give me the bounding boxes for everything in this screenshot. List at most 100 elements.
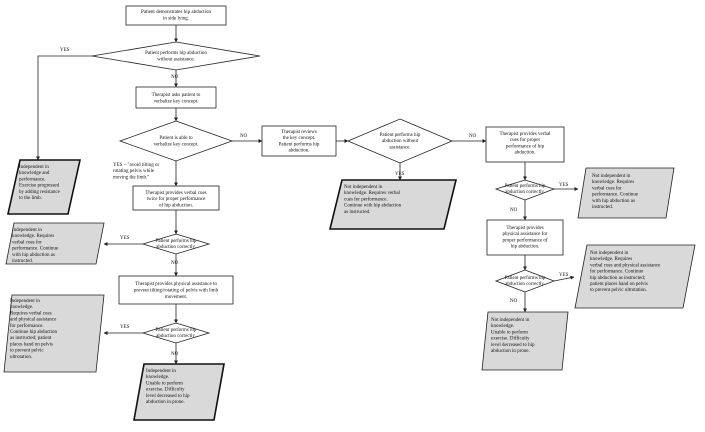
node-text-line: Not independent in — [491, 318, 530, 323]
node-text-line: Independent in — [146, 369, 176, 374]
node-out8 — [481, 311, 569, 371]
node-text-line: abduction. — [289, 149, 310, 154]
node-text-line: knowledge. — [491, 324, 514, 329]
node-text-line: of hip abduction. — [159, 203, 193, 208]
node-text-line: level decreased to hip — [146, 394, 190, 399]
node-text-line: knowledge. Requires — [592, 180, 634, 185]
node-text-line: without assistance. — [157, 58, 195, 63]
node-text-line: knowledge and — [19, 171, 50, 176]
node-text-line: knowledge. Requires verbal — [344, 191, 401, 196]
node-out1 — [7, 159, 81, 215]
node-text-line: abduction. — [515, 151, 536, 156]
edge-d7-out7 — [553, 275, 575, 282]
node-start — [125, 5, 227, 26]
node-text-line: and physical assistance — [10, 318, 57, 323]
node-text-line: Therapist asks patient to — [152, 93, 201, 98]
node-text-line: Independent in — [19, 165, 49, 170]
node-text-line: instructed. — [12, 259, 33, 264]
node-d7 — [494, 269, 556, 293]
label-d7-no: NO — [510, 299, 518, 304]
node-text-line: verbal cues and physical assistance — [590, 263, 661, 268]
node-out6 — [577, 167, 675, 219]
node-text-line: proper performance of — [503, 238, 548, 243]
node-text-line: verbalize key concept. — [154, 143, 199, 148]
node-p6 — [486, 219, 564, 256]
label-d6-yes: YES — [559, 183, 569, 188]
node-d6 — [494, 179, 556, 201]
node-text-line: to prevent pelvic ultrotation. — [590, 288, 647, 293]
node-text-line: for performance. Continue — [590, 270, 644, 275]
node-text-line: as instructed. — [344, 210, 370, 215]
node-text-line: knowledge. — [10, 305, 33, 310]
node-p1 — [135, 86, 217, 109]
label-d6-no: NO — [510, 208, 518, 213]
node-text-line: patient places hand on pelvis — [590, 282, 648, 287]
node-p4 — [261, 125, 337, 157]
node-text-line: to prevent pelvic — [10, 349, 44, 354]
node-text-line: instructed. — [592, 205, 613, 210]
node-text-line: YES – "avoid tilting or — [113, 163, 160, 168]
node-text-line: ultrotation. — [10, 355, 32, 360]
node-text-p1: Therapist asks patient to verbalize key c… — [152, 93, 201, 105]
node-out2 — [5, 222, 105, 265]
node-text-line: verbal cues for — [12, 240, 42, 245]
node-text-line: moving the limb." — [113, 175, 149, 180]
node-text-line: with hip abduction as — [12, 253, 55, 258]
node-text-line: hip abduction as instructed; — [590, 276, 645, 281]
node-text-line: Patient performs hip — [380, 133, 421, 138]
node-text-line: Therapist provides verbal — [499, 132, 551, 137]
node-text-line: Independent in — [12, 228, 42, 233]
node-text-line: cues for proper — [510, 138, 541, 143]
label-d7-yes: YES — [559, 273, 569, 278]
label-d5-yes: YES — [395, 172, 405, 177]
node-p5 — [485, 126, 565, 163]
node-text-line: Not independent in — [592, 174, 631, 179]
node-text-line: Requires verbal cues — [10, 311, 52, 316]
node-p2 — [132, 185, 220, 211]
connectors — [36, 25, 579, 365]
node-text-line: exercise. Difficulty — [491, 337, 530, 342]
node-out3 — [3, 294, 105, 373]
node-text-line: Patient demonstrates hip abduction — [141, 10, 212, 15]
node-text-line: Patient performs hip — [505, 276, 546, 281]
node-text-line: as instructed; patient — [10, 336, 52, 341]
node-d4 — [141, 322, 211, 344]
node-text-line: verbalize key concept. — [154, 100, 199, 105]
node-text-line: Therapist provides physical assistance t… — [135, 282, 217, 287]
node-text-line: Not independent in — [344, 185, 383, 190]
node-p3 — [118, 275, 234, 305]
node-text-line: Continue with hip abduction — [344, 204, 402, 209]
node-text-line: knowledge. Requires — [590, 257, 632, 262]
node-text-line: by adding resistance — [19, 190, 61, 195]
node-out5 — [328, 179, 458, 230]
node-out7 — [574, 244, 696, 309]
node-text-line: places hand on pelvis — [10, 342, 53, 347]
node-text-line: Patient performs hip — [156, 328, 197, 333]
node-text-line: performance. — [19, 177, 46, 182]
node-text-line: prevent tilting/rotating of pelvis with … — [134, 289, 219, 294]
node-text-line: twice for proper performance — [147, 197, 206, 202]
node-text-line: verbal cues for — [592, 186, 622, 191]
node-text-line: Unable to perform — [491, 330, 528, 335]
node-text-line: Continue hip abduction — [10, 330, 57, 335]
node-text-line: to the limb. — [19, 196, 42, 201]
node-text-line: Therapist provides — [506, 226, 543, 231]
node-text-line: abduction correctly. — [156, 334, 196, 339]
